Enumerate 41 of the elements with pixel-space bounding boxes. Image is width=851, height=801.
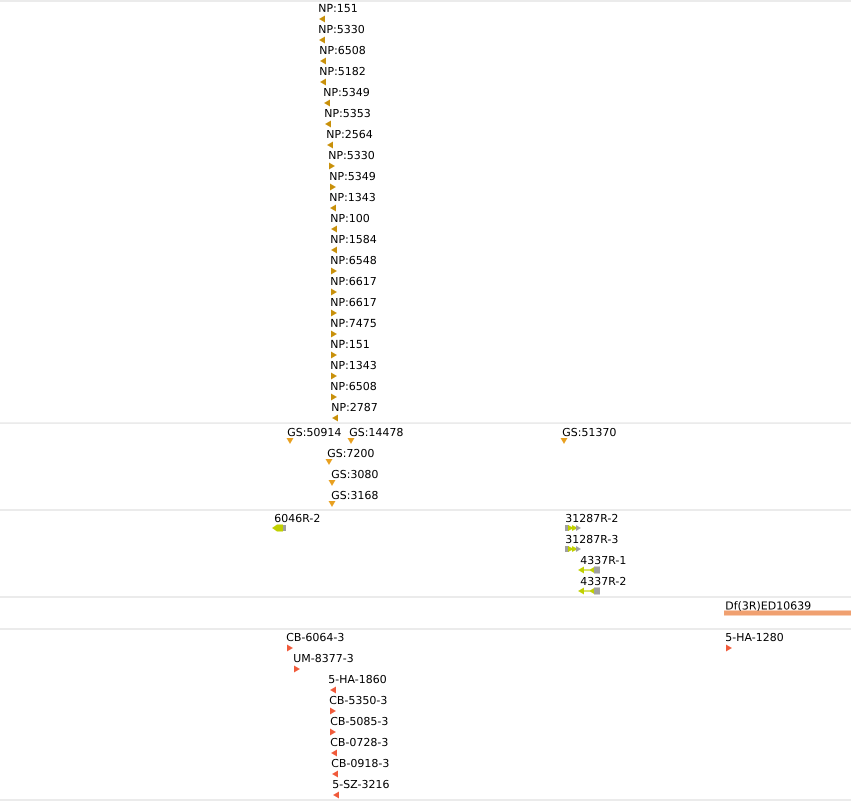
feature-label: GS:50914 [288, 428, 341, 436]
feature-label: 4337R-1 [580, 556, 626, 564]
feature-label: CB-0918-3 [332, 758, 388, 768]
feature-label: NP:5349 [324, 88, 369, 96]
feature-label: 4337R-2 [580, 576, 626, 586]
feature-label: NP:1343 [331, 360, 376, 370]
feature-label: 31287R-2 [566, 514, 618, 522]
feature-label: NP:6548 [331, 256, 376, 264]
feature-label: GS:51370 [562, 428, 616, 436]
feature-label: NP:5182 [320, 66, 365, 76]
feature-label: GS:3168 [332, 490, 378, 500]
feature-label: CB-0728-3 [330, 738, 388, 746]
feature-label: CB-6064-3 [286, 632, 344, 642]
feature-label: 6046R-2 [274, 514, 320, 522]
feature-label: 5-HA-1280 [726, 632, 783, 642]
feature-label: NP:5330 [329, 150, 374, 160]
feature-label: NP:6508 [320, 46, 365, 54]
feature-label: UM-8377-3 [294, 654, 353, 662]
feature-label: 31287R-3 [566, 534, 618, 544]
feature-label: CB-5350-3 [330, 696, 386, 704]
feature-label: GS:7200 [328, 448, 374, 458]
feature-label: GS:14478 [350, 428, 403, 436]
feature-label: CB-5085-3 [330, 716, 388, 726]
feature-label: NP:1343 [330, 192, 375, 202]
feature-label: 5-HA-1860 [329, 674, 386, 684]
feature-label: NP:5353 [325, 108, 370, 118]
feature-label: Df(3R)ED10639 [726, 601, 810, 611]
feature-label: NP:151 [319, 4, 357, 12]
feature-label: NP:2787 [332, 402, 377, 412]
feature-label: NP:5349 [330, 172, 375, 180]
feature-label: 5-SZ-3216 [333, 780, 389, 788]
feature-label: NP:5330 [319, 24, 364, 34]
feature-label: NP:6617 [331, 276, 376, 286]
feature-label: NP:6508 [331, 382, 376, 390]
feature-label: NP:6617 [331, 298, 376, 306]
feature-label: NP:7475 [331, 318, 376, 328]
feature-label: NP:151 [331, 340, 369, 348]
feature-label: NP:1584 [331, 234, 376, 244]
feature-label: GS:3080 [332, 470, 378, 478]
feature-label: NP:2564 [327, 130, 372, 138]
feature-label: NP:100 [331, 214, 370, 222]
